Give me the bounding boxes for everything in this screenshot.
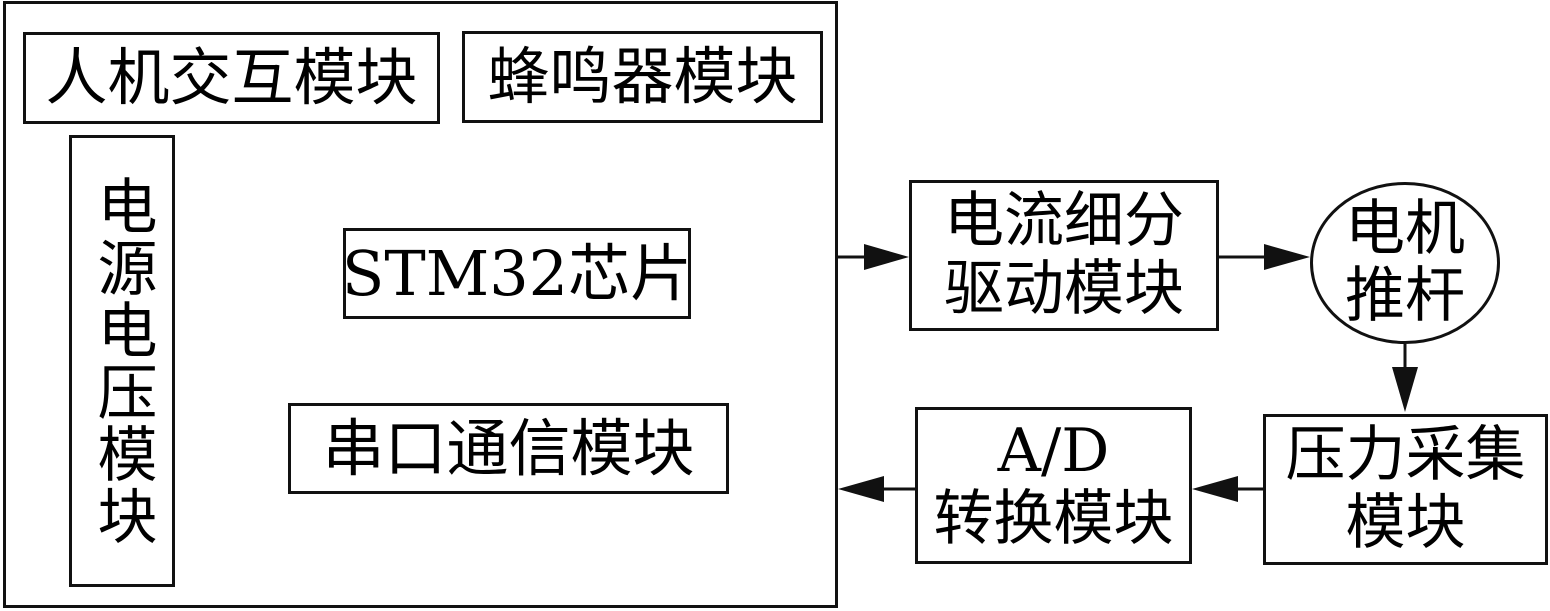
pressure-acquisition-module: 压力采集 模块 bbox=[1263, 414, 1548, 565]
arrow-mcu-to-driver-head bbox=[864, 244, 909, 270]
adc-label-line1: A/D bbox=[997, 416, 1110, 487]
driver-label-line2: 驱动模块 bbox=[944, 253, 1184, 324]
pressure-label-line1: 压力采集 bbox=[1285, 420, 1526, 491]
buzzer-module: 蜂鸣器模块 bbox=[462, 31, 823, 123]
motor-label-line2: 推杆 bbox=[1345, 261, 1465, 331]
arrow-adc-to-mcu-head bbox=[838, 476, 884, 502]
stm32-chip: STM32芯片 bbox=[341, 228, 693, 319]
driver-label-line1: 电流细分 bbox=[944, 186, 1184, 257]
current-subdivision-driver: 电流细分 驱动模块 bbox=[909, 180, 1219, 331]
ad-conversion-module: A/D 转换模块 bbox=[915, 407, 1192, 564]
hmi-module-label: 人机交互模块 bbox=[45, 41, 418, 115]
serial-comm-module-label: 串口通信模块 bbox=[322, 411, 695, 485]
pressure-label-line2: 模块 bbox=[1345, 487, 1466, 558]
stm32-chip-label: STM32芯片 bbox=[341, 236, 693, 310]
motor-pushrod: 电机 推杆 bbox=[1310, 182, 1500, 344]
serial-comm-module: 串口通信模块 bbox=[288, 403, 729, 494]
power-voltage-module-label: 电源电压模块 bbox=[87, 175, 157, 547]
arrow-pressure-to-adc-head bbox=[1192, 476, 1238, 502]
arrow-motor-to-pressure-head bbox=[1392, 367, 1418, 412]
adc-label-line2: 转换模块 bbox=[933, 483, 1174, 554]
arrow-driver-to-motor-head bbox=[1264, 244, 1310, 270]
buzzer-module-label: 蜂鸣器模块 bbox=[487, 40, 798, 114]
motor-label-line1: 电机 bbox=[1345, 193, 1465, 264]
hmi-module: 人机交互模块 bbox=[23, 32, 440, 124]
power-voltage-module: 电源电压模块 bbox=[69, 135, 175, 587]
